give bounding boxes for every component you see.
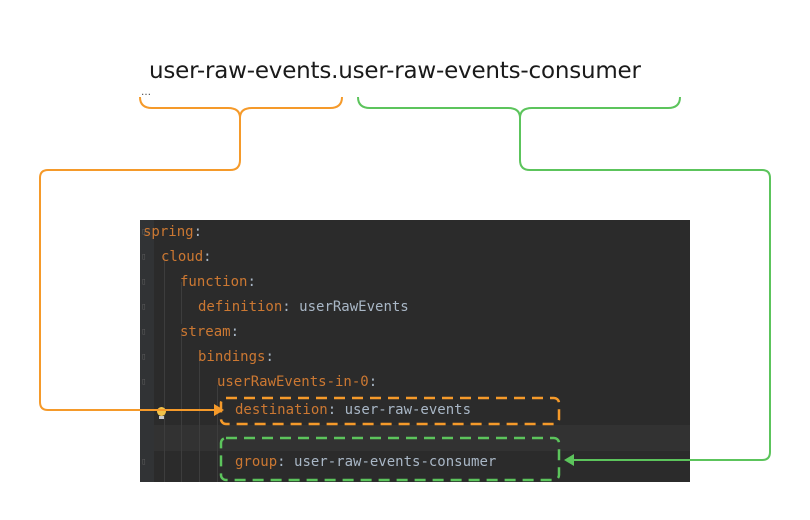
- fold-marker-icon[interactable]: ▯: [141, 352, 147, 362]
- destination-highlight: [219, 396, 561, 426]
- yaml-editor: spring:cloud:function:definition: userRa…: [140, 220, 690, 482]
- group-highlight: [219, 436, 561, 482]
- fold-marker-icon[interactable]: ▯: [141, 277, 147, 287]
- yaml-line-destination[interactable]: destination: user-raw-events: [235, 398, 471, 423]
- yaml-value: user-raw-events-consumer: [294, 454, 497, 470]
- fold-marker-icon[interactable]: ▯: [141, 377, 147, 387]
- indent-guide: [164, 256, 165, 482]
- yaml-line-bindings[interactable]: bindings:: [198, 345, 274, 370]
- yaml-line-cloud[interactable]: cloud:: [161, 245, 212, 270]
- yaml-key: spring: [143, 224, 194, 240]
- fold-marker-icon[interactable]: ▯: [141, 227, 147, 237]
- indent-guide: [199, 360, 200, 482]
- title-box: [140, 42, 680, 100]
- indent-guide: [181, 282, 182, 324]
- group-brace: [357, 96, 681, 119]
- yaml-separator: :: [282, 299, 300, 315]
- yaml-line-stream[interactable]: stream:: [180, 320, 239, 345]
- fold-marker-icon[interactable]: ▯: [141, 302, 147, 312]
- yaml-key: cloud: [161, 249, 204, 265]
- yaml-separator: :: [193, 224, 203, 240]
- yaml-line-group[interactable]: group: user-raw-events-consumer: [235, 450, 496, 475]
- destination-connector: [39, 118, 241, 411]
- yaml-separator: :: [247, 274, 256, 290]
- yaml-separator: :: [368, 374, 378, 390]
- topic-group-name: user-raw-events.user-raw-events-consumer: [149, 58, 641, 84]
- yaml-key: definition: [198, 299, 283, 315]
- yaml-key: function: [180, 274, 248, 290]
- yaml-separator: :: [327, 402, 345, 418]
- destination-brace: [139, 96, 343, 119]
- title-ellipsis: …: [141, 87, 151, 98]
- yaml-line-userRawEvents-in-0[interactable]: userRawEvents-in-0:: [217, 370, 377, 395]
- lightbulb-icon[interactable]: [157, 407, 166, 416]
- fold-marker-icon[interactable]: ▯: [141, 457, 147, 467]
- destination-arrowhead: [214, 404, 224, 416]
- fold-marker-icon[interactable]: ▯: [141, 252, 147, 262]
- current-line-highlight: [154, 425, 690, 451]
- yaml-line-spring[interactable]: spring:: [143, 220, 202, 245]
- indent-guide: [217, 385, 218, 482]
- yaml-key: group: [235, 454, 278, 470]
- indent-guide: [181, 332, 182, 482]
- yaml-key: destination: [235, 402, 328, 418]
- yaml-separator: :: [277, 454, 295, 470]
- yaml-key: stream: [180, 324, 231, 340]
- fold-marker-icon[interactable]: ▯: [141, 327, 147, 337]
- yaml-line-function[interactable]: function:: [180, 270, 256, 295]
- yaml-separator: :: [230, 324, 240, 340]
- yaml-separator: :: [265, 349, 274, 365]
- yaml-value: userRawEvents: [299, 299, 409, 315]
- yaml-line-definition[interactable]: definition: userRawEvents: [198, 295, 409, 320]
- group-connector: [519, 118, 771, 461]
- yaml-key: bindings: [198, 349, 266, 365]
- yaml-value: user-raw-events: [344, 402, 472, 418]
- yaml-separator: :: [203, 249, 212, 265]
- yaml-key: userRawEvents-in-0: [217, 374, 369, 390]
- editor-gutter: [140, 220, 154, 482]
- lightbulb-base: [159, 416, 164, 419]
- group-arrowhead: [564, 454, 574, 466]
